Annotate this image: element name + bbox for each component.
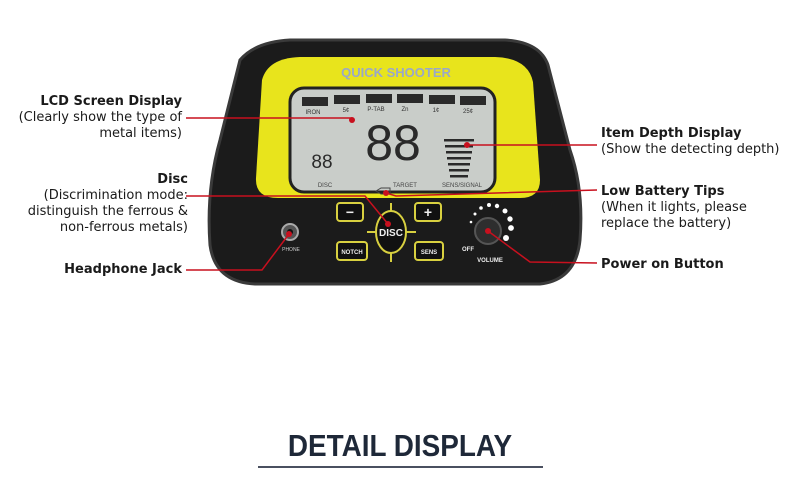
minus-button[interactable]: − — [336, 202, 364, 222]
footer-title: DETAIL DISPLAY — [287, 428, 513, 463]
lcd-main-digits: 88 — [365, 115, 421, 171]
callout-headphone: Headphone Jack — [2, 262, 182, 278]
phone-label: PHONE — [282, 247, 300, 253]
leader-dots — [286, 117, 491, 237]
callout-lcd-title: LCD Screen Display — [40, 94, 182, 109]
svg-text:−: − — [346, 204, 354, 220]
lcd-target-label: TARGET — [393, 183, 417, 189]
volume-label: VOLUME — [477, 258, 503, 264]
callout-battery-title: Low Battery Tips — [601, 184, 725, 199]
lcd-category-bars — [302, 94, 486, 106]
callout-lcd: LCD Screen Display (Clearly show the typ… — [2, 94, 182, 142]
leader-lines — [186, 117, 598, 271]
volume-dots — [469, 203, 514, 241]
callout-power-title: Power on Button — [601, 257, 724, 272]
callout-depth-title: Item Depth Display — [601, 126, 742, 141]
sens-button[interactable]: SENS — [414, 241, 444, 261]
lcd-cat-ptab: P-TAB — [367, 107, 384, 113]
svg-text:NOTCH: NOTCH — [341, 250, 362, 256]
lcd-cat-iron: IRON — [306, 110, 321, 116]
callout-depth: Item Depth Display (Show the detecting d… — [601, 126, 800, 158]
lcd-cat-25c: 25¢ — [463, 109, 473, 115]
callout-battery-desc: (When it lights, please replace the batt… — [601, 200, 747, 231]
notch-button[interactable]: NOTCH — [336, 241, 368, 261]
low-battery-icon — [375, 187, 391, 195]
svg-text:+: + — [424, 204, 432, 220]
lcd-cat-5c: 5¢ — [343, 108, 350, 114]
lcd-disc-digits: 88 — [311, 152, 332, 173]
lcd-disc-label: DISC — [318, 183, 333, 189]
depth-bars — [444, 139, 474, 178]
callout-headphone-title: Headphone Jack — [64, 262, 182, 277]
plus-button[interactable]: + — [414, 202, 442, 222]
callout-disc-desc: (Discrimination mode: distinguish the fe… — [27, 188, 188, 235]
svg-text:DISC: DISC — [379, 228, 403, 239]
callout-depth-desc: (Show the detecting depth) — [601, 142, 780, 157]
lcd-sens-signal-label: SENS/SIGNAL — [442, 183, 483, 189]
callout-battery: Low Battery Tips (When it lights, please… — [601, 184, 786, 232]
disc-button[interactable]: DISC — [367, 203, 416, 262]
off-label: OFF — [462, 247, 474, 253]
lcd-screen — [288, 86, 497, 194]
callout-disc-title: Disc — [157, 172, 188, 187]
svg-text:SENS: SENS — [421, 250, 437, 256]
callout-power: Power on Button — [601, 257, 781, 273]
footer-underline — [258, 466, 543, 468]
callout-lcd-desc: (Clearly show the type of metal items) — [18, 110, 182, 141]
callout-disc: Disc (Discrimination mode: distinguish t… — [3, 172, 188, 236]
lcd-cat-1c: 1¢ — [433, 108, 440, 114]
brand-label: QUICK SHOOTER — [341, 65, 451, 80]
lcd-cat-zn: Zn — [401, 107, 408, 113]
